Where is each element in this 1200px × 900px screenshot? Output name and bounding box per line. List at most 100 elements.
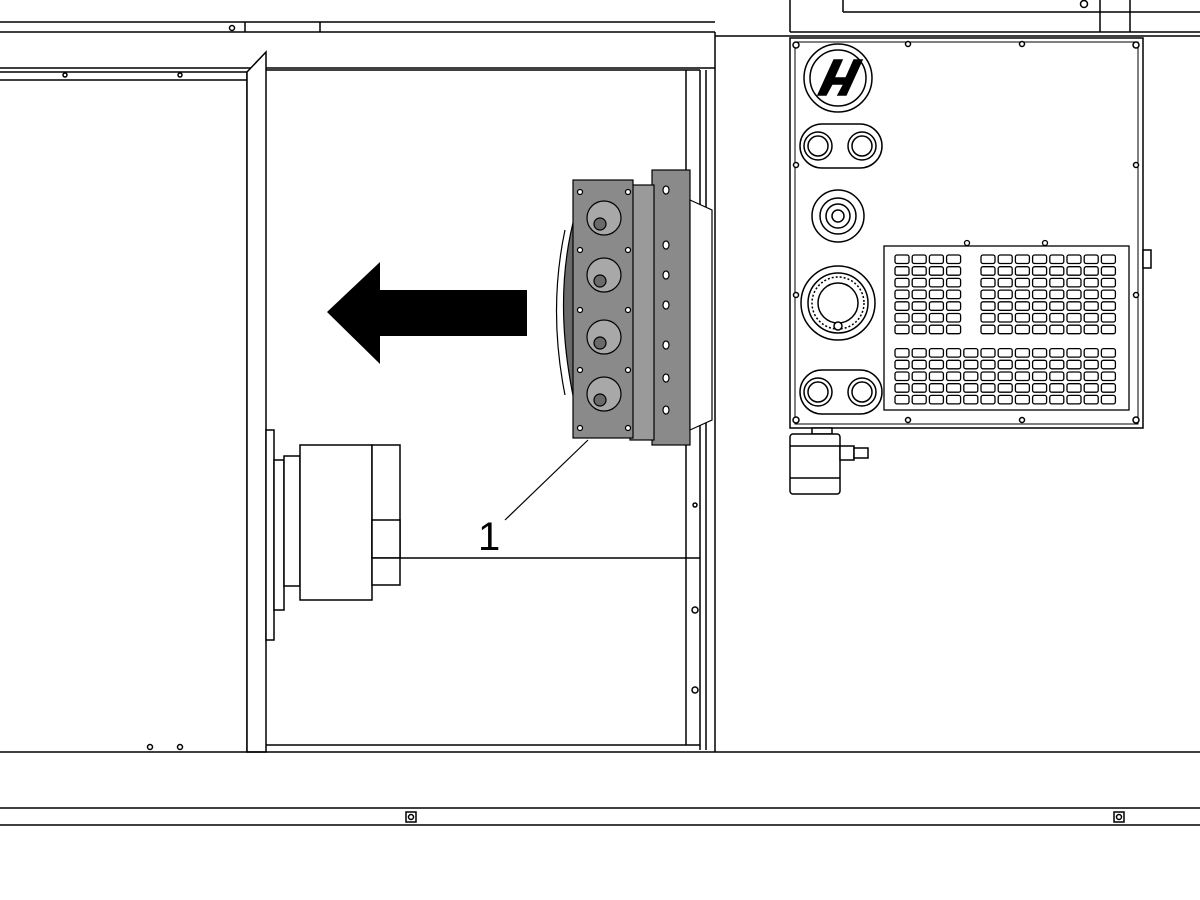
keypad-key — [1100, 371, 1117, 382]
keypad-key — [928, 347, 945, 358]
keypad-key — [1083, 324, 1099, 335]
keypad-key — [945, 277, 962, 288]
keypad-key — [1066, 289, 1082, 300]
keypad-key — [1066, 394, 1082, 405]
keypad-key — [1100, 347, 1117, 358]
keypad-key — [1100, 254, 1117, 265]
keypad-key — [1031, 359, 1048, 370]
keypad-key — [997, 394, 1013, 405]
keypad-key — [997, 254, 1013, 265]
keypad-key — [945, 324, 962, 335]
keypad-key — [894, 359, 910, 370]
keypad-key — [911, 383, 927, 393]
keypad-key — [1049, 394, 1065, 405]
keypad-key — [997, 301, 1013, 311]
keypad-key — [1014, 301, 1031, 311]
keypad-key — [928, 383, 945, 393]
keypad-key — [997, 312, 1013, 323]
keypad-key — [1014, 394, 1031, 405]
arrow-left-icon — [327, 262, 527, 364]
keypad-key — [928, 324, 945, 335]
keypad-key — [1049, 324, 1065, 335]
keypad-key — [1031, 277, 1048, 288]
e-stop-icon — [811, 189, 865, 243]
keypad-key — [1049, 371, 1065, 382]
keypad-key — [1014, 359, 1031, 370]
keypad-key — [997, 289, 1013, 300]
keypad-key — [1083, 394, 1099, 405]
keypad-key — [980, 394, 996, 405]
keypad-key — [1014, 277, 1031, 288]
keypad-key — [1083, 301, 1099, 311]
keypad-key — [1014, 383, 1031, 393]
keypad-key — [928, 359, 945, 370]
keypad-key — [1083, 383, 1099, 393]
keypad-key — [1049, 312, 1065, 323]
keypad-key — [928, 289, 945, 300]
keypad-key — [1031, 324, 1048, 335]
keypad-key — [928, 371, 945, 382]
keypad-key — [894, 254, 910, 265]
keypad-key — [963, 347, 979, 358]
keypad-key — [894, 383, 910, 393]
keypad-key — [1066, 359, 1082, 370]
keypad-key — [1014, 312, 1031, 323]
keypad-key — [1049, 254, 1065, 265]
keypad-key — [1083, 371, 1099, 382]
keypad-key — [1049, 289, 1065, 300]
keypad-key — [1066, 301, 1082, 311]
keypad-key — [1100, 312, 1117, 323]
keypad-key — [945, 254, 962, 265]
keypad-keys — [894, 254, 1117, 405]
keypad-key — [997, 347, 1013, 358]
keypad-key — [945, 289, 962, 300]
keypad-key — [1066, 383, 1082, 393]
enclosure-frame — [0, 0, 1200, 826]
keypad-key — [980, 301, 996, 311]
keypad-key — [1031, 289, 1048, 300]
keypad-key — [1031, 383, 1048, 393]
keypad-key — [945, 383, 962, 393]
keypad-key — [1049, 347, 1065, 358]
keypad-key — [1083, 289, 1099, 300]
keypad-key — [928, 254, 945, 265]
keypad-key — [963, 371, 979, 382]
keypad-key — [911, 347, 927, 358]
keypad-key — [1014, 289, 1031, 300]
keypad-key — [980, 266, 996, 276]
keypad-key — [980, 312, 996, 323]
keypad-key — [1100, 359, 1117, 370]
keypad — [883, 239, 1130, 411]
keypad-key — [911, 324, 927, 335]
keypad-key — [1066, 371, 1082, 382]
keypad-key — [911, 289, 927, 300]
keypad-key — [945, 359, 962, 370]
keypad-key — [1031, 254, 1048, 265]
keypad-key — [1031, 312, 1048, 323]
keypad-key — [928, 301, 945, 311]
keypad-key — [997, 383, 1013, 393]
keypad-key — [945, 347, 962, 358]
keypad-key — [945, 371, 962, 382]
keypad-key — [980, 277, 996, 288]
keypad-key — [894, 324, 910, 335]
jog-handle-icon — [800, 265, 876, 341]
keypad-key — [980, 347, 996, 358]
button-pair-top — [799, 123, 883, 169]
keypad-key — [980, 254, 996, 265]
keypad-key — [963, 394, 979, 405]
keypad-key — [1066, 312, 1082, 323]
keypad-key — [1031, 394, 1048, 405]
keypad-key — [980, 359, 996, 370]
keypad-key — [1083, 277, 1099, 288]
keypad-key — [1100, 266, 1117, 276]
keypad-key — [997, 277, 1013, 288]
spindle-assembly — [265, 429, 401, 641]
tool-turret-part — [555, 169, 713, 446]
keypad-key — [980, 324, 996, 335]
keypad-key — [894, 394, 910, 405]
keypad-key — [963, 383, 979, 393]
keypad-key — [894, 347, 910, 358]
keypad-key — [1049, 301, 1065, 311]
